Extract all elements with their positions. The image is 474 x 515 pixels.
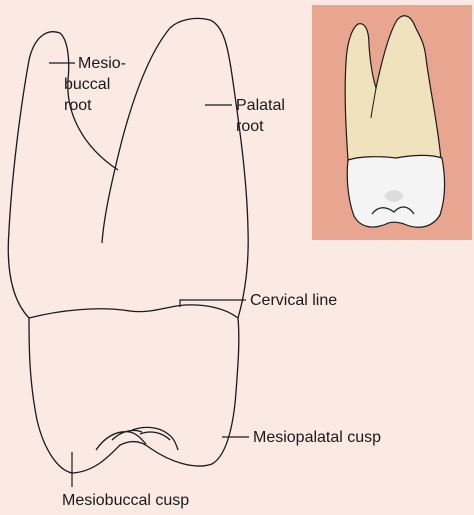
label-mesiobuccal-root-line3: root <box>64 97 92 114</box>
label-cervical-line: Cervical line <box>250 292 337 309</box>
label-palatal-root-line1: Palatal <box>236 97 285 114</box>
label-mesiopalatal-cusp: Mesiopalatal cusp <box>253 429 381 446</box>
label-mesiobuccal-root-line1: Mesio- <box>78 55 126 72</box>
label-palatal-root-line2: root <box>236 118 264 135</box>
inset-illustration <box>312 5 472 240</box>
label-mesiobuccal-cusp: Mesiobuccal cusp <box>62 492 189 509</box>
label-mesiobuccal-root-line2: buccal <box>64 76 110 93</box>
